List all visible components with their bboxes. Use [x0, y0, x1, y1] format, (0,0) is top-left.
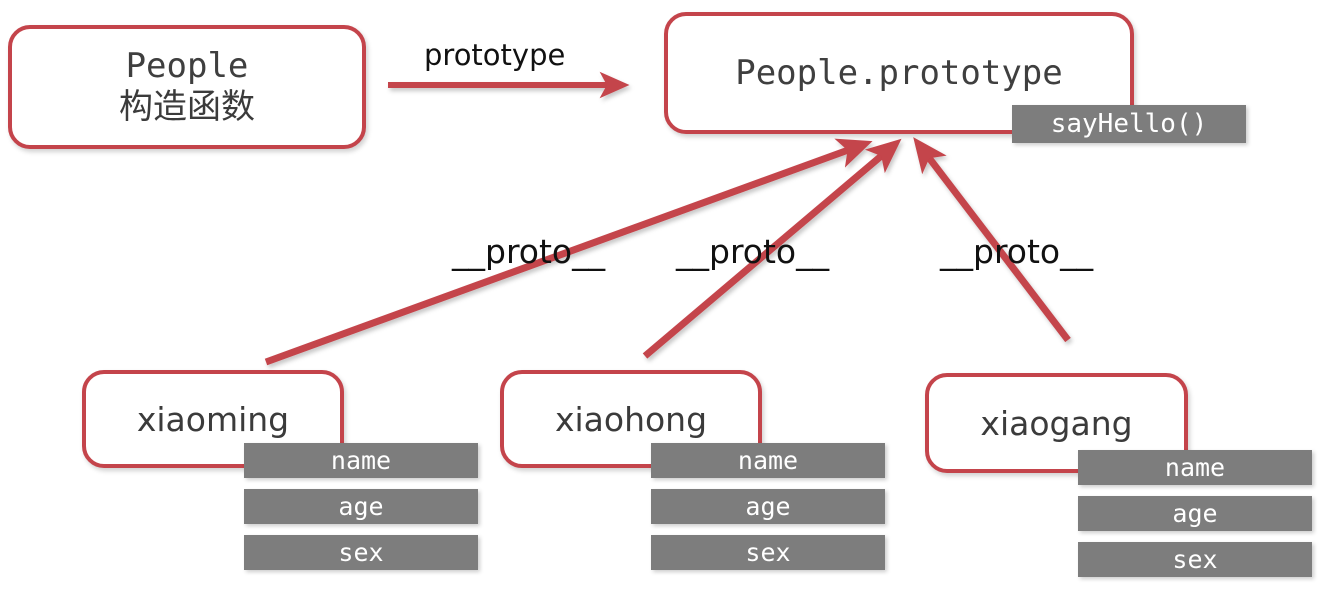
instance-name: xiaoming — [136, 399, 290, 439]
arrow-label-proto-3: __proto__ — [940, 232, 1094, 271]
property-bar-age[interactable]: age — [1078, 496, 1312, 531]
constructor-name: People — [125, 46, 249, 86]
property-bar-sex[interactable]: sex — [244, 535, 478, 570]
property-bar-name[interactable]: name — [1078, 450, 1312, 485]
instance-name: xiaogang — [980, 403, 1133, 443]
method-badge-sayhello[interactable]: sayHello() — [1012, 105, 1246, 143]
arrow-label-proto-2: __proto__ — [676, 232, 830, 271]
property-bar-name[interactable]: name — [244, 443, 478, 478]
property-bar-age[interactable]: age — [244, 489, 478, 524]
property-bar-sex[interactable]: sex — [651, 535, 885, 570]
arrow-label-proto-1: __proto__ — [452, 232, 606, 271]
constructor-box[interactable]: People 构造函数 — [8, 25, 366, 149]
instance-box-xiaoming[interactable]: xiaoming — [82, 370, 344, 468]
constructor-subtitle: 构造函数 — [119, 87, 255, 127]
property-bar-sex[interactable]: sex — [1078, 542, 1312, 577]
property-bar-age[interactable]: age — [651, 489, 885, 524]
instance-name: xiaohong — [554, 399, 708, 439]
prototype-box[interactable]: People.prototype — [664, 12, 1134, 134]
property-bar-name[interactable]: name — [651, 443, 885, 478]
arrow-label-prototype: prototype — [424, 38, 566, 72]
prototype-title: People.prototype — [735, 53, 1063, 93]
